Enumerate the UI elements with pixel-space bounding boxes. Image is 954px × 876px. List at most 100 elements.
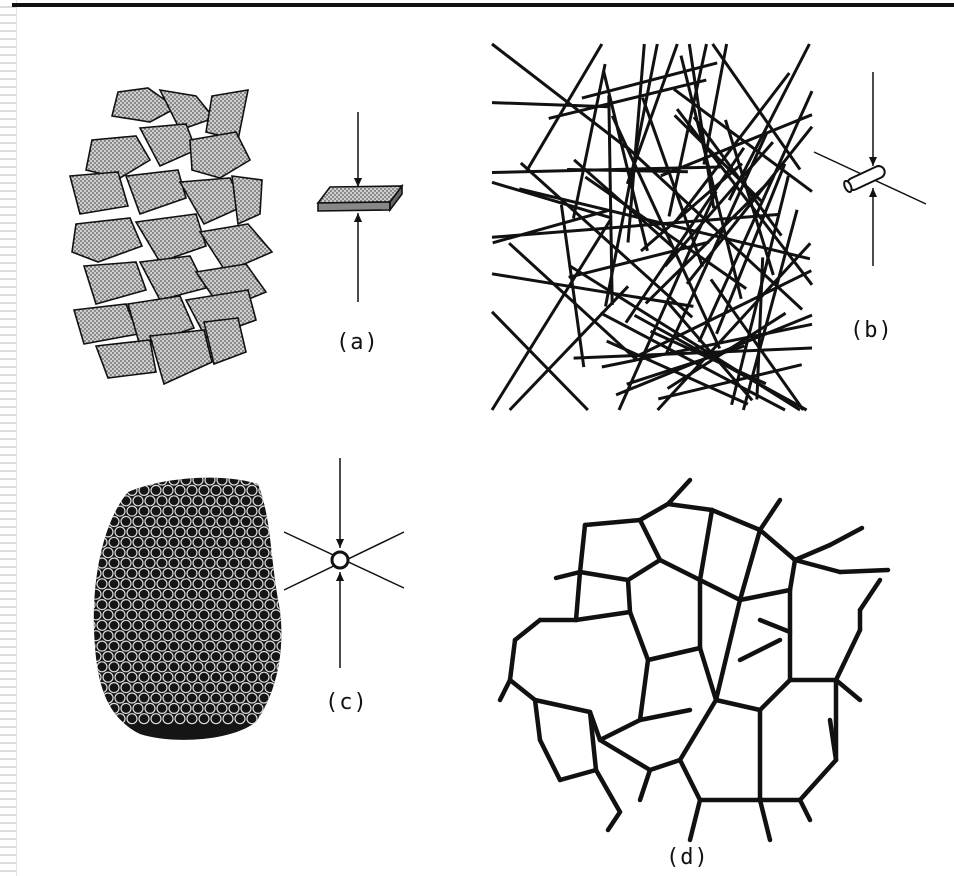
platelet [74,304,138,344]
platelet [70,172,128,214]
platelet [84,262,146,304]
fiber-rod [609,96,612,306]
sphere [103,714,113,724]
platelet [190,132,250,178]
platelet-stack [70,88,272,384]
sphere [295,568,305,578]
sphere [277,662,287,672]
gel-strand [500,680,510,700]
gel-strand [660,560,700,580]
gel-strand [740,590,790,600]
gel-strand [716,700,760,710]
sphere [85,496,95,506]
gel-strand [840,570,888,572]
sphere [133,475,143,485]
platelet [136,214,206,262]
sphere [283,506,293,516]
gel-strand [800,760,836,800]
sphere [271,527,281,537]
sphere-packing [85,475,305,740]
sphere [289,496,299,506]
gel-strand [600,740,650,770]
sphere [295,714,305,724]
gel-strand [760,680,790,710]
sphere [115,485,125,495]
sphere [283,485,293,495]
sphere [91,485,101,495]
sphere [103,485,113,495]
sphere [277,537,287,547]
panel-c-label: (c) [325,690,368,715]
gel-strand [628,580,630,612]
gel-strand [640,710,690,720]
sphere [277,475,287,485]
gel-strand [760,500,780,530]
sphere [277,703,287,713]
gel-strand [860,580,880,610]
gel-strand [640,660,648,720]
sphere [277,558,287,568]
sphere [85,537,95,547]
gel-strand [540,740,560,780]
sphere [289,517,299,527]
sphere [85,517,95,527]
platelet [72,218,142,262]
gel-strand [650,760,680,770]
gel-strand [760,620,790,632]
sphere [85,662,95,672]
sphere [85,600,95,610]
sphere [283,548,293,558]
gel-strand [668,480,690,504]
gel-strand [556,572,580,578]
sphere [295,527,305,537]
gel-strand [800,800,810,820]
gel-strand [740,640,780,660]
platelet [232,176,262,224]
sphere [97,517,107,527]
sphere [295,672,305,682]
sphere [109,475,119,485]
sphere [283,631,293,641]
sphere [289,620,299,630]
gel-strand [716,600,740,700]
sphere [109,496,119,506]
fiber-rod [492,103,609,107]
sphere [289,641,299,651]
sphere [85,641,95,651]
fiber-rod [743,210,797,410]
sphere [271,548,281,558]
gel-strand [608,812,620,830]
sphere [277,496,287,506]
sphere [103,506,113,516]
platelet [140,256,206,300]
gel-strand [510,680,535,700]
sphere [85,683,95,693]
sphere [85,558,95,568]
sphere [271,714,281,724]
sphere [265,475,275,485]
panel-b-label: (b) [850,318,893,343]
gel-strand [580,525,585,572]
platelet [206,90,248,140]
sphere [295,506,305,516]
sphere [289,558,299,568]
gel-strand [628,560,660,580]
platelet [126,170,186,214]
gel-strand [836,630,860,680]
sphere [85,475,95,485]
gel-strand [830,528,862,545]
sphere [91,714,101,724]
sphere [265,703,275,713]
gel-strand [790,560,795,590]
sphere [85,579,95,589]
gel-strand [576,572,580,620]
sphere [295,693,305,703]
sphere [289,703,299,713]
gel-strand [700,510,712,580]
gel-strand [836,680,860,700]
sphere-icon [284,458,404,668]
gel-strand [630,612,648,660]
sphere [283,714,293,724]
fiber-rod [492,312,588,410]
gel-strand [700,648,716,700]
